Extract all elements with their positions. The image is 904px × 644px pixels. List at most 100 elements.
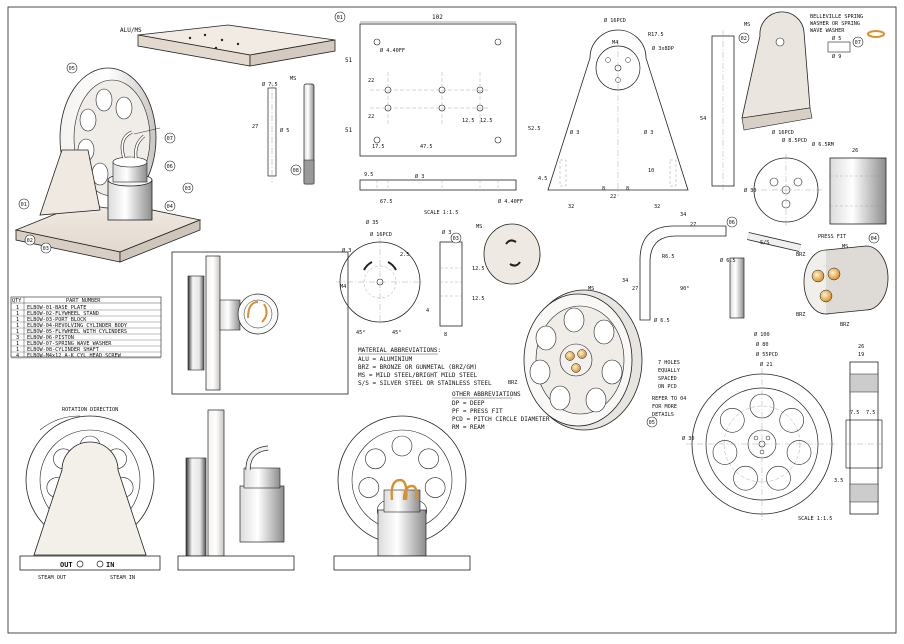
part-balloon-number: 07 [855, 40, 861, 46]
port-block-iso: MS [476, 223, 541, 285]
part-balloon [726, 216, 738, 228]
lightening-hole [779, 408, 805, 433]
dim-d16pcd-cyl: Ø 16PCD [772, 129, 794, 136]
part-balloon [40, 242, 52, 254]
dim-34: 34 [680, 212, 686, 218]
lightening-hole [719, 408, 745, 433]
label-steam-out: STEAM OUT [38, 575, 66, 581]
material-abbr-3: MS = MILD STEEL/BRIGHT MILD STEEL [358, 372, 478, 379]
material-abbr-2: BRZ = BRONZE OR GUNMETAL (BRZ/GM) [358, 364, 477, 371]
dim-12-5-b: 12.5 [480, 118, 493, 124]
belleville-line-1: BELLEVILLE SPRING [810, 14, 863, 20]
dim-m4-stand: M4 [612, 40, 618, 46]
part-balloon [66, 62, 78, 74]
parts-row-part: ELBOW-08-CYLINDER SHAFT [27, 347, 99, 353]
dim-10-stand: 10 [648, 168, 654, 174]
parts-row-qty: 1 [16, 317, 19, 323]
dim-34-vert: 34 [622, 278, 628, 284]
part-balloon-number: 03 [185, 186, 191, 192]
dim-8-a: 8 [602, 186, 605, 192]
assembly-side-view-bottom [177, 409, 295, 571]
dim-26-fw: 26 [858, 344, 864, 350]
dim-12-5-port-b: 12.5 [472, 296, 485, 302]
parts-header-qty: QTY [12, 298, 22, 304]
dim-d3-side: Ø 3 [442, 229, 451, 236]
base-plate-iso: ALU/MS [120, 24, 336, 67]
refer-note-2: FOR MORE [652, 404, 677, 410]
belleville-line-3: WAVE WASHER [810, 28, 845, 34]
lightening-hole [786, 440, 812, 465]
part-balloon-number: 04 [871, 236, 877, 242]
dim-67-5: 67.5 [380, 199, 393, 205]
dim-d3-base: Ø 3 [415, 173, 424, 180]
cylinder-body-iso: MS BRZ BRZ BRZ [796, 244, 889, 328]
parts-row-part: ELBOW-04-REVOLVING CYLINDER BODY [27, 323, 128, 329]
refer-note-1: REFER TO 04 [652, 396, 686, 402]
assembly-side-view [171, 251, 349, 395]
part-balloon-number: 03 [453, 236, 459, 242]
part-balloon-number: 06 [729, 220, 735, 226]
parts-row-part: ELBOW-06-PISTON [27, 335, 74, 341]
dim-r2-5: 2.5 [400, 252, 409, 258]
dim-45-b: 45° [392, 330, 401, 336]
parts-row-qty: 1 [16, 305, 19, 311]
part-balloon-number: 06 [167, 164, 173, 170]
refer-note-3: DETAILS [652, 412, 674, 418]
dim-d7-5: Ø 7.5 [262, 81, 278, 88]
label-ms-flywheel: MS [588, 286, 594, 292]
iso-assembly [14, 67, 202, 263]
dim-d21: Ø 21 [760, 361, 773, 368]
label-rotation-direction: ROTATION DIRECTION [62, 407, 118, 413]
part-balloon-number: 08 [293, 168, 299, 174]
parts-row-part: ELBOW-02-FLYWHEEL STAND [27, 311, 99, 317]
dim-32-a: 32 [568, 204, 574, 210]
dim-27-piston: 27 [690, 222, 696, 228]
dim-27-vert: 27 [632, 286, 638, 292]
material-abbr-1: ALU = ALUMINIUM [358, 356, 413, 363]
label-steam-in: STEAM IN [110, 575, 135, 581]
material-abbr-4: S/S = SILVER STEEL OR STAINLESS STEEL [358, 380, 492, 387]
label-alu-ms: ALU/MS [120, 27, 142, 34]
dim-22-stand: 22 [610, 194, 616, 200]
dim-d3-stand-b: Ø 3 [644, 129, 653, 136]
part-balloon-number: 01 [21, 202, 27, 208]
dim-d3-port: Ø 3 [342, 247, 351, 254]
dim-7-5-b: 7.5 [866, 410, 875, 416]
material-abbr-title: MATERIAL ABBREVIATIONS: [358, 347, 441, 354]
flywheel-front-detail: Ø 100 Ø 80 Ø 55PCD Ø 21 Ø 30 7 HOLES EQU… [652, 331, 838, 522]
part-balloon [852, 36, 864, 48]
dim-7-5-a: 7.5 [850, 410, 859, 416]
piston-detail: 34 27 34 27 R6.5 Ø 6.5 90° S/S Ø 6.5 [622, 212, 801, 324]
label-press-fit: PRESS FIT [818, 234, 846, 240]
holes-note-2: EQUALLY [658, 368, 681, 374]
part-balloon-number: 03 [43, 246, 49, 252]
label-ms-shaft: MS [290, 76, 296, 82]
parts-row-part: ELBOW-03-PORT BLOCK [27, 317, 87, 323]
dim-9-5: 9.5 [364, 172, 373, 178]
part-balloon [868, 232, 880, 244]
dim-d5-shaft: Ø 5 [280, 127, 289, 134]
label-ss: S/S [760, 240, 769, 246]
parts-row-qty: 1 [16, 329, 19, 335]
dim-51-a: 51 [345, 57, 353, 64]
dim-12-5-port-a: 12.5 [472, 266, 485, 272]
dim-m4-port: M4 [340, 284, 346, 290]
dim-4off: Ø 4.40FF [498, 198, 523, 205]
lightening-hole [712, 440, 738, 465]
part-balloon [646, 416, 658, 428]
part-balloon [738, 32, 750, 44]
parts-row-part: ELBOW-01-BASE PLATE [27, 305, 86, 311]
other-abbr-title: OTHER ABBREVIATIONS [452, 391, 521, 398]
dim-12-5-a: 12.5 [462, 118, 475, 124]
cylinder-body-detail: Ø 16PCD Ø 8.5PCD Ø 6.5RM Ø 30 26 PRESS F… [744, 129, 887, 240]
part-balloon-number: 05 [649, 420, 655, 426]
dim-27: 27 [252, 124, 258, 130]
abbreviations-block: MATERIAL ABBREVIATIONS: ALU = ALUMINIUM … [358, 347, 550, 431]
lightening-hole [391, 435, 413, 457]
parts-row-part: ELBOW-07-SPRING WAVE WASHER [27, 341, 112, 347]
base-plate-top-view: 102 51 51 Ø 4.40FF 22 22 17.5 47.5 12.5 … [345, 14, 523, 216]
dim-m4-4dp: Ø 4.40FF [380, 47, 405, 54]
flywheel-stand-side: 54 [700, 30, 735, 192]
